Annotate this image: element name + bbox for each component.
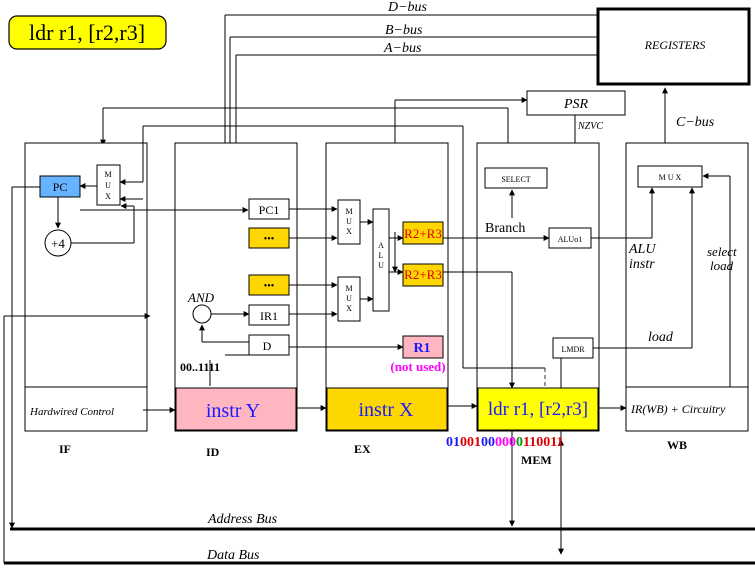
- b-bus-label: B−bus: [385, 23, 423, 38]
- if-pc: PC: [39, 175, 81, 198]
- encoding-segment: 00: [481, 435, 495, 450]
- wb-mux-label: M U X: [659, 173, 682, 182]
- data-bus-label: Data Bus: [206, 548, 260, 563]
- encoding-segment: 110011: [523, 435, 563, 450]
- encoding-segment: 000: [495, 435, 516, 450]
- ex-alu: A L U: [372, 208, 390, 312]
- id-d: D: [248, 334, 290, 356]
- wb-load-select-label: load: [710, 258, 734, 273]
- encoding-segment: 01: [446, 435, 460, 450]
- stage-label-if: IF: [59, 442, 71, 456]
- wb-instr-block-label: IR(WB) + Circuitry: [630, 402, 726, 416]
- a-bus-label: A−bus: [383, 41, 422, 56]
- registers-label: REGISTERS: [644, 38, 706, 52]
- mem-instr-label: ldr r1, [r2,r3]: [488, 399, 588, 420]
- dots2-label: •••: [264, 281, 275, 292]
- ex-r2r3-top: R2+R3: [402, 221, 444, 245]
- mem-lmdr: LMDR: [552, 337, 594, 359]
- select-label: SELECT: [501, 175, 530, 184]
- id-pc1: PC1: [248, 198, 290, 220]
- data-bus: Data Bus: [4, 548, 755, 565]
- instr-y-label: instr Y: [206, 400, 260, 422]
- not-used-label: (not used): [390, 359, 445, 374]
- dots1-label: •••: [264, 234, 275, 245]
- encoding-segment: 001: [460, 435, 481, 450]
- mem-instr-block: ldr r1, [r2,r3]: [477, 387, 599, 431]
- alu-a: A: [378, 241, 384, 250]
- wb-load-label: load: [648, 330, 674, 345]
- plus4-label: +4: [51, 236, 65, 251]
- address-bus: Address Bus: [10, 512, 755, 531]
- stage-wb: [625, 142, 749, 432]
- ex-r2r3-bottom: R2+R3: [402, 263, 444, 287]
- pc1-label: PC1: [259, 203, 280, 217]
- alu-u: U: [378, 261, 384, 270]
- c-bus-label: C−bus: [676, 115, 715, 130]
- id-ir1: IR1: [248, 304, 290, 326]
- ex-instr-block: instr X: [326, 387, 448, 431]
- wb-select-label: select: [707, 244, 737, 259]
- id-dots1: •••: [248, 227, 290, 249]
- registers-block: REGISTERS: [596, 7, 751, 86]
- wb-alu-label: ALU: [628, 242, 656, 257]
- r1-label: R1: [413, 341, 430, 356]
- d-label: D: [263, 339, 272, 353]
- d-bus-label: D−bus: [387, 0, 428, 15]
- nzvc-label: NZVC: [577, 121, 603, 132]
- title-badge-text: ldr r1, [r2,r3]: [29, 20, 145, 45]
- ir1-label: IR1: [260, 309, 278, 323]
- title-badge: ldr r1, [r2,r3]: [8, 15, 167, 50]
- stage-label-id: ID: [206, 445, 220, 459]
- mem-select: SELECT: [484, 167, 548, 189]
- wb-mux: M U X: [637, 165, 703, 188]
- r2r3-bottom-label: R2+R3: [404, 267, 442, 282]
- ex-mux2-m: M: [345, 284, 352, 293]
- stage-label-mem: MEM: [521, 453, 552, 467]
- if-mux: M U X: [96, 164, 121, 206]
- encoding-segment: 0: [516, 435, 523, 450]
- if-mux-m: M: [104, 170, 111, 179]
- id-dots2: •••: [248, 274, 290, 296]
- ex-r1: R1: [402, 335, 444, 359]
- r2r3-top-label: R2+R3: [404, 226, 442, 241]
- stage-mem: [476, 142, 600, 432]
- and-label: AND: [187, 290, 215, 305]
- top-buses: D−bus B−bus A−bus: [224, 0, 598, 355]
- ex-mux1-m: M: [345, 207, 352, 216]
- psr-block: PSR NZVC: [394, 90, 626, 232]
- branch-label: Branch: [485, 221, 525, 236]
- ex-mux2-u: U: [346, 294, 352, 303]
- ex-mux1: M U X: [337, 199, 361, 245]
- alu-l: L: [379, 251, 384, 260]
- hardwired-control-label: Hardwired Control: [29, 406, 114, 418]
- wb-instr-label: instr: [629, 257, 655, 272]
- pc-label: PC: [53, 180, 68, 194]
- address-bus-label: Address Bus: [207, 512, 278, 527]
- ex-mux2-x: X: [346, 304, 352, 313]
- id-instr-block: instr Y: [175, 387, 297, 431]
- instr-x-label: instr X: [359, 399, 415, 421]
- stage-label-ex: EX: [354, 442, 371, 456]
- lmdr-label: LMDR: [561, 345, 585, 354]
- ex-mux1-x: X: [346, 227, 352, 236]
- mask-label: 00..1111: [180, 360, 220, 374]
- mem-aluo1: ALUo1: [548, 227, 592, 249]
- ex-mux2: M U X: [337, 276, 361, 322]
- psr-label: PSR: [563, 97, 589, 112]
- ex-mux1-u: U: [346, 217, 352, 226]
- if-mux-u: U: [105, 181, 111, 190]
- if-mux-x: X: [105, 192, 111, 201]
- stage-label-wb: WB: [667, 438, 687, 452]
- instruction-encoding: 01001000000110011: [446, 435, 563, 450]
- aluo1-label: ALUo1: [558, 235, 582, 244]
